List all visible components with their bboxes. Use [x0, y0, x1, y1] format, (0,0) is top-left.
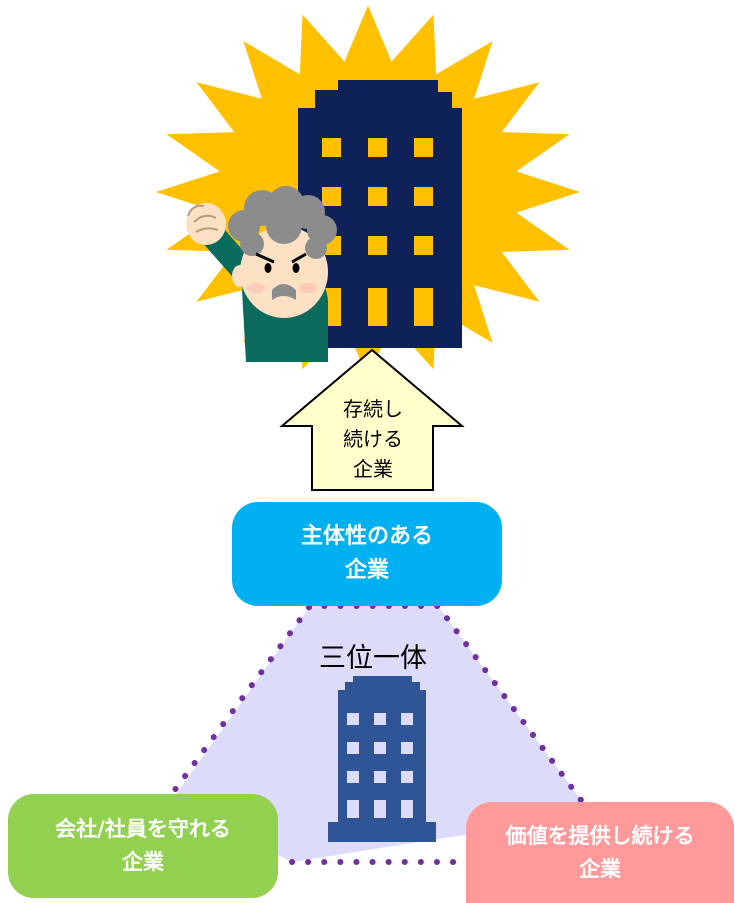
window	[347, 713, 359, 725]
window	[368, 236, 387, 255]
small-building-windows	[347, 713, 413, 818]
window	[401, 742, 413, 754]
window	[414, 288, 433, 326]
window	[401, 713, 413, 725]
window	[374, 742, 386, 754]
arrow-label: 存続し 続ける 企業	[343, 397, 403, 481]
window	[374, 713, 386, 725]
elderly-man-fist-icon	[186, 186, 337, 362]
window	[401, 800, 413, 818]
window	[374, 800, 386, 818]
window	[414, 138, 433, 157]
window	[347, 800, 359, 818]
window	[347, 742, 359, 754]
window	[368, 288, 387, 326]
top-box-label: 主体性のある 企業	[300, 523, 433, 583]
left-box-label: 会社/社員を守れる 企業	[55, 817, 231, 874]
window	[322, 187, 341, 206]
window	[347, 771, 359, 783]
left-box: 会社/社員を守れる 企業	[8, 794, 278, 898]
window	[368, 187, 387, 206]
window	[401, 771, 413, 783]
top-box: 主体性のある 企業	[232, 502, 502, 606]
right-box: 価値を提供し続ける 企業	[466, 802, 734, 903]
window	[322, 138, 341, 157]
up-arrow-shape	[279, 348, 465, 491]
right-box-label: 価値を提供し続ける 企業	[505, 823, 695, 881]
triangle-label: 三位一体	[319, 643, 427, 674]
window	[414, 187, 433, 206]
triangle-dotted-outline	[163, 603, 595, 818]
window	[368, 138, 387, 157]
small-building-icon	[328, 676, 436, 842]
window	[374, 771, 386, 783]
window	[414, 236, 433, 255]
